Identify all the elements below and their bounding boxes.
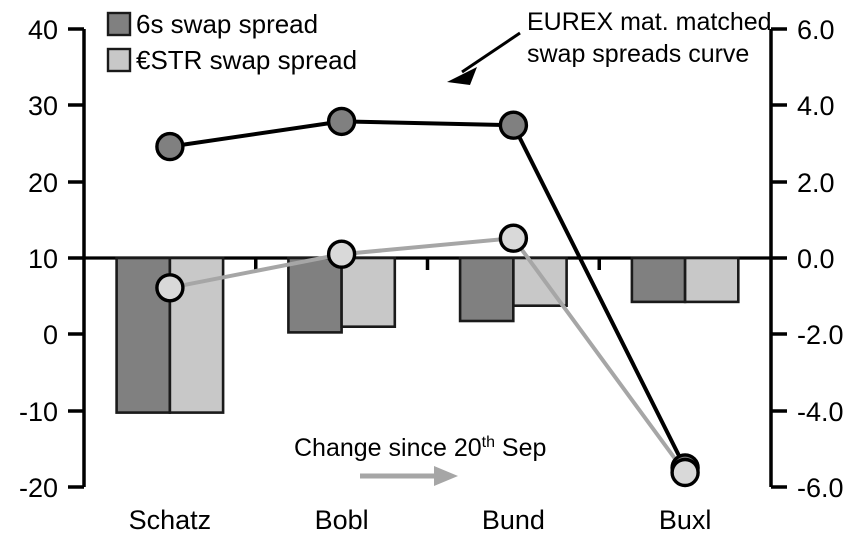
bar xyxy=(683,256,740,304)
left-axis-tick-label: -20 xyxy=(19,473,58,503)
right-axis-tick-label: 6.0 xyxy=(797,15,835,45)
series-marker xyxy=(498,110,529,140)
left-axis-tick-label: 20 xyxy=(28,168,58,198)
eurex-callout-line1: EUREX mat. matched xyxy=(527,8,772,36)
category-labels: Schatz Bobl Bund Buxl xyxy=(129,505,712,535)
bar xyxy=(630,256,687,304)
category-label: Buxl xyxy=(659,505,712,535)
change-since-note: Change since 20th Sep xyxy=(294,434,546,486)
callout-arrow-head-icon xyxy=(447,67,477,85)
series-marker xyxy=(326,106,357,137)
legend: 6s swap spread €STR swap spread xyxy=(106,9,357,75)
left-axis: 40 30 20 10 0 -10 -20 xyxy=(19,15,86,503)
left-axis-tick-label: -10 xyxy=(19,397,58,427)
bar xyxy=(287,256,343,334)
right-axis-tick-label: 2.0 xyxy=(797,168,835,198)
right-axis-tick-label: -4.0 xyxy=(797,397,844,427)
left-axis-tick-label: 0 xyxy=(43,320,58,350)
change-since-prefix: Change since 20 xyxy=(294,434,482,462)
legend-label-estr-swap-spread: €STR swap spread xyxy=(136,45,357,75)
series-line xyxy=(169,236,687,474)
category-label: Bund xyxy=(482,505,545,535)
change-since-arrow-head-icon xyxy=(434,466,458,486)
series-line xyxy=(169,119,687,469)
series-marker xyxy=(155,131,185,162)
right-axis-tick-label: 4.0 xyxy=(797,91,835,121)
series-marker xyxy=(498,223,529,253)
change-since-superscript: th xyxy=(482,434,495,451)
series-marker xyxy=(326,239,357,269)
right-axis: 6.0 4.0 2.0 0.0 -2.0 -4.0 -6.0 xyxy=(769,15,844,503)
lines-layer xyxy=(155,106,700,488)
bar xyxy=(115,256,172,414)
bar xyxy=(340,256,397,328)
change-since-suffix: Sep xyxy=(495,434,546,462)
right-axis-tick-label: -2.0 xyxy=(797,320,844,350)
left-axis-tick-label: 40 xyxy=(28,15,58,45)
callout-arrow-line xyxy=(461,31,521,74)
category-label: Bobl xyxy=(315,505,369,535)
change-since-text: Change since 20th Sep xyxy=(294,434,546,462)
left-axis-tick-label: 30 xyxy=(28,91,58,121)
bar xyxy=(458,256,515,323)
eurex-curve-callout: EUREX mat. matched swap spreads curve xyxy=(447,8,772,85)
right-axis-tick-label: 0.0 xyxy=(797,244,835,274)
legend-label-6s-swap-spread: 6s swap spread xyxy=(136,9,318,39)
legend-swatch-estr-swap-spread xyxy=(106,47,132,73)
left-axis-tick-label: 10 xyxy=(28,244,58,274)
series-marker xyxy=(670,457,700,488)
legend-swatch-6s-swap-spread xyxy=(106,11,132,37)
right-axis-tick-label: -6.0 xyxy=(797,473,844,503)
eurex-callout-line2: swap spreads curve xyxy=(527,40,749,68)
series-marker xyxy=(155,273,185,303)
category-label: Schatz xyxy=(129,505,212,535)
